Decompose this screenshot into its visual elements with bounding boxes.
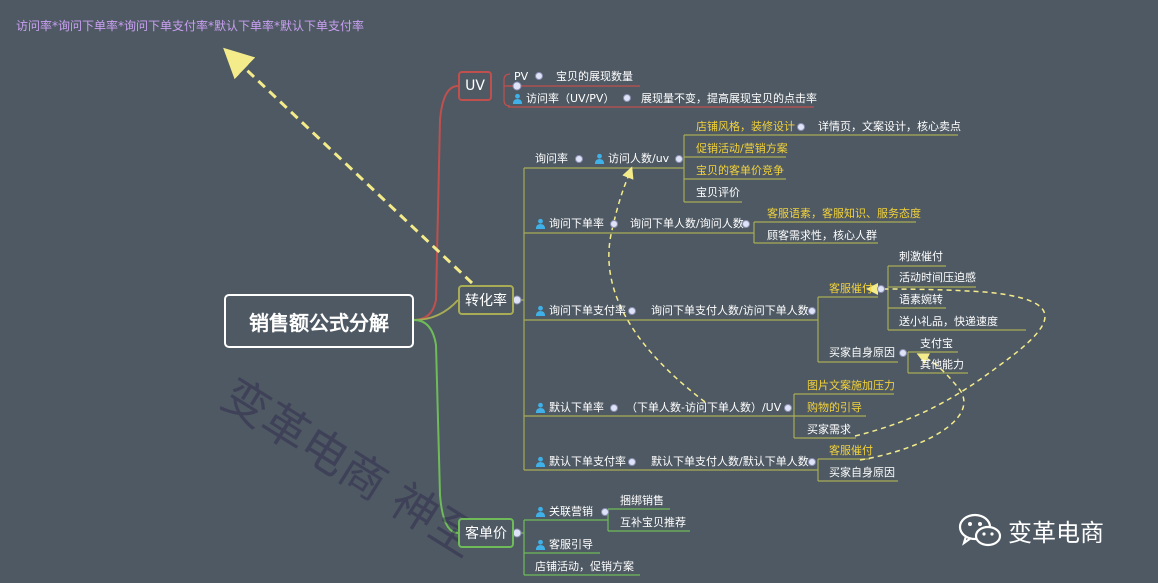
image-copy-leaf[interactable]: 图片文案施加压力	[807, 379, 895, 392]
inquiry-rate-formula-text: 访问人数/uv	[608, 152, 670, 165]
user-icon	[535, 506, 546, 517]
buyer-reason-node[interactable]: 买家自身原因	[829, 346, 895, 359]
service-quality-leaf[interactable]: 客服语素，客服知识、服务态度	[767, 207, 921, 220]
complementary-leaf[interactable]: 互补宝贝推荐	[620, 516, 686, 529]
inquiry-rate-label[interactable]: 询问率	[535, 152, 568, 165]
service-guide-text: 客服引导	[549, 538, 593, 551]
avg-order-value-node[interactable]: 客单价	[458, 518, 514, 548]
payment-reminder-node[interactable]: 客服催付	[829, 282, 873, 295]
default-pay-rate-text: 默认下单支付率	[549, 455, 626, 468]
store-style-detail: 详情页，文案设计，核心卖点	[818, 120, 961, 133]
time-pressure-leaf[interactable]: 活动时间压迫感	[899, 271, 976, 284]
user-icon	[512, 93, 523, 104]
root-node[interactable]: 销售额公式分解	[224, 294, 414, 348]
formula-text: 访问率*询问下单率*询问下单支付率*默认下单率*默认下单支付率	[16, 19, 365, 33]
user-icon	[535, 539, 546, 550]
store-style-leaf[interactable]: 店铺风格，装修设计	[696, 120, 795, 133]
user-icon	[535, 402, 546, 413]
uv-node[interactable]: UV	[458, 71, 492, 101]
brand-name: 变革电商	[1008, 518, 1104, 547]
payment-reminder-leaf[interactable]: 客服催付	[829, 444, 873, 457]
alipay-leaf[interactable]: 支付宝	[920, 337, 953, 350]
customer-need-leaf[interactable]: 顾客需求性，核心人群	[767, 229, 877, 242]
inquiry-pay-rate-formula[interactable]: 询问下单支付人数/访问下单人数	[651, 304, 809, 317]
stimulus-leaf[interactable]: 刺激催付	[899, 250, 943, 263]
user-icon	[535, 456, 546, 467]
related-marketing-text: 关联营销	[549, 505, 593, 518]
default-pay-rate-label[interactable]: 默认下单支付率	[535, 455, 626, 469]
inquiry-order-rate-label[interactable]: 询问下单率	[535, 217, 604, 231]
inquiry-pay-rate-label[interactable]: 询问下单支付率	[535, 304, 626, 318]
tactful-wording-leaf[interactable]: 语素婉转	[899, 293, 943, 306]
default-order-rate-text: 默认下单率	[549, 401, 604, 414]
other-ability-leaf[interactable]: 其他能力	[920, 358, 964, 371]
promotion-leaf[interactable]: 促销活动/营销方案	[696, 142, 788, 155]
inquiry-pay-rate-text: 询问下单支付率	[549, 304, 626, 317]
user-icon	[535, 218, 546, 229]
buyer-demand-leaf[interactable]: 买家需求	[807, 423, 851, 436]
related-marketing-label[interactable]: 关联营销	[535, 505, 593, 519]
default-pay-rate-formula[interactable]: 默认下单支付人数/默认下单人数	[651, 455, 809, 468]
store-activity-leaf[interactable]: 店铺活动，促销方案	[535, 560, 634, 573]
price-competition-leaf[interactable]: 宝贝的客单价竞争	[696, 164, 784, 177]
user-icon	[594, 153, 605, 164]
inquiry-order-rate-formula[interactable]: 询问下单人数/询问人数	[630, 217, 744, 230]
user-icon	[535, 305, 546, 316]
visit-rate-text: 访问率（UV/PV）	[526, 92, 615, 105]
shopping-guide-leaf[interactable]: 购物的引导	[807, 401, 862, 414]
reviews-leaf[interactable]: 宝贝评价	[696, 186, 740, 199]
conversion-node[interactable]: 转化率	[458, 285, 514, 315]
inquiry-order-rate-text: 询问下单率	[549, 217, 604, 230]
service-guide-label[interactable]: 客服引导	[535, 538, 593, 552]
bundle-sale-leaf[interactable]: 捆绑销售	[620, 494, 664, 507]
buyer-reason-leaf[interactable]: 买家自身原因	[829, 466, 895, 479]
visit-rate-label[interactable]: 访问率（UV/PV）	[512, 92, 614, 106]
brand: 变革电商	[958, 512, 1104, 548]
visit-rate-detail: 展现量不变，提高展现宝贝的点击率	[641, 92, 817, 105]
wechat-icon	[958, 513, 1002, 547]
gift-delivery-leaf[interactable]: 送小礼品，快递速度	[899, 315, 998, 328]
inquiry-rate-formula[interactable]: 访问人数/uv	[594, 152, 669, 166]
default-order-rate-formula[interactable]: （下单人数-访问下单人数）/UV	[626, 401, 782, 414]
pv-label[interactable]: PV	[514, 70, 529, 83]
default-order-rate-label[interactable]: 默认下单率	[535, 401, 604, 415]
pv-detail: 宝贝的展现数量	[556, 70, 633, 83]
